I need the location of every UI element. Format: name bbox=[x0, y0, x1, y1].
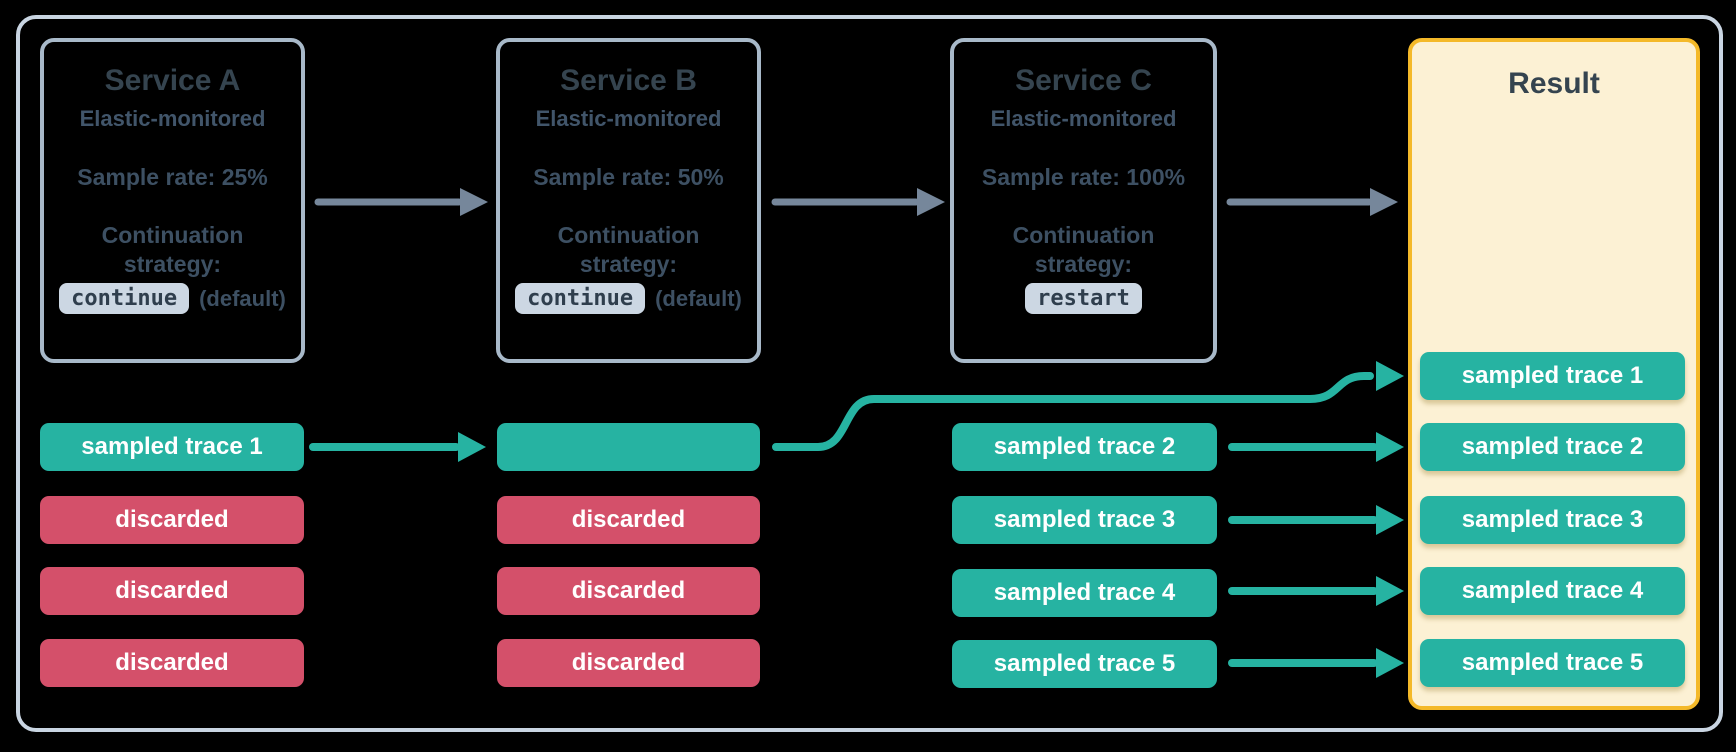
service-a-strategy-row: continue (default) bbox=[44, 283, 301, 314]
trace-chip-discarded: discarded bbox=[40, 567, 304, 615]
service-a-box: Service A Elastic-monitored Sample rate:… bbox=[40, 38, 305, 363]
service-c-trace-column: sampled trace 2 sampled trace 3 sampled tr… bbox=[952, 423, 1217, 688]
trace-chip-sampled-trace-1: sampled trace 1 bbox=[1420, 352, 1685, 400]
service-b-continuation-label: Continuation strategy: bbox=[500, 221, 757, 279]
service-c-box: Service C Elastic-monitored Sample rate:… bbox=[950, 38, 1217, 363]
trace-chip-sampled-trace-3: sampled trace 3 bbox=[952, 496, 1217, 544]
trace-chip-discarded: discarded bbox=[497, 639, 760, 687]
trace-chip-service_b-unlabeled bbox=[497, 423, 760, 471]
continuation-line2: strategy: bbox=[1034, 251, 1133, 277]
trace-chip-discarded: discarded bbox=[497, 496, 760, 544]
service-c-title: Service C bbox=[1015, 64, 1152, 97]
service-c-continuation-label: Continuation strategy: bbox=[954, 221, 1213, 279]
service-a-sample-rate: Sample rate: 25% bbox=[77, 164, 268, 190]
service-b-strategy-row: continue (default) bbox=[500, 283, 757, 314]
trace-chip-sampled-trace-2: sampled trace 2 bbox=[952, 423, 1217, 471]
service-c-subtitle: Elastic-monitored bbox=[990, 106, 1177, 131]
trace-chip-sampled-trace-3: sampled trace 3 bbox=[1420, 496, 1685, 544]
trace-chip-sampled-trace-1: sampled trace 1 bbox=[40, 423, 304, 471]
strategy-note: (default) bbox=[655, 285, 742, 311]
strategy-badge: continue bbox=[515, 283, 646, 314]
trace-chip-discarded: discarded bbox=[497, 567, 760, 615]
service-b-sample-rate: Sample rate: 50% bbox=[533, 164, 724, 190]
continuation-line1: Continuation bbox=[1012, 222, 1155, 248]
outer-frame bbox=[16, 15, 1723, 732]
strategy-badge: restart bbox=[1025, 283, 1142, 314]
service-a-subtitle: Elastic-monitored bbox=[79, 106, 266, 131]
trace-chip-sampled-trace-5: sampled trace 5 bbox=[952, 640, 1217, 688]
trace-chip-sampled-trace-2: sampled trace 2 bbox=[1420, 423, 1685, 471]
trace-chip-discarded: discarded bbox=[40, 639, 304, 687]
trace-chip-sampled-trace-4: sampled trace 4 bbox=[1420, 567, 1685, 615]
continuation-line2: strategy: bbox=[123, 251, 222, 277]
continuation-line1: Continuation bbox=[557, 222, 700, 248]
continuation-line2: strategy: bbox=[579, 251, 678, 277]
trace-chip-sampled-trace-5: sampled trace 5 bbox=[1420, 639, 1685, 687]
continuation-line1: Continuation bbox=[101, 222, 244, 248]
service-a-continuation-label: Continuation strategy: bbox=[44, 221, 301, 279]
trace-chip-sampled-trace-4: sampled trace 4 bbox=[952, 569, 1217, 617]
service-c-sample-rate: Sample rate: 100% bbox=[981, 164, 1186, 190]
strategy-badge: continue bbox=[59, 283, 190, 314]
service-a-title: Service A bbox=[104, 64, 241, 97]
service-b-box: Service B Elastic-monitored Sample rate:… bbox=[496, 38, 761, 363]
result-trace-column: sampled trace 1 sampled trace 2 sampled tr… bbox=[1420, 352, 1685, 687]
service-b-trace-column: discarded discarded discarded bbox=[497, 423, 760, 687]
service-c-strategy-row: restart bbox=[954, 283, 1213, 314]
service-a-trace-column: sampled trace 1 discarded discarded discard… bbox=[40, 423, 304, 687]
trace-chip-discarded: discarded bbox=[40, 496, 304, 544]
result-title: Result bbox=[1508, 67, 1600, 100]
strategy-note: (default) bbox=[199, 285, 286, 311]
service-b-title: Service B bbox=[560, 64, 697, 97]
service-b-subtitle: Elastic-monitored bbox=[535, 106, 722, 131]
